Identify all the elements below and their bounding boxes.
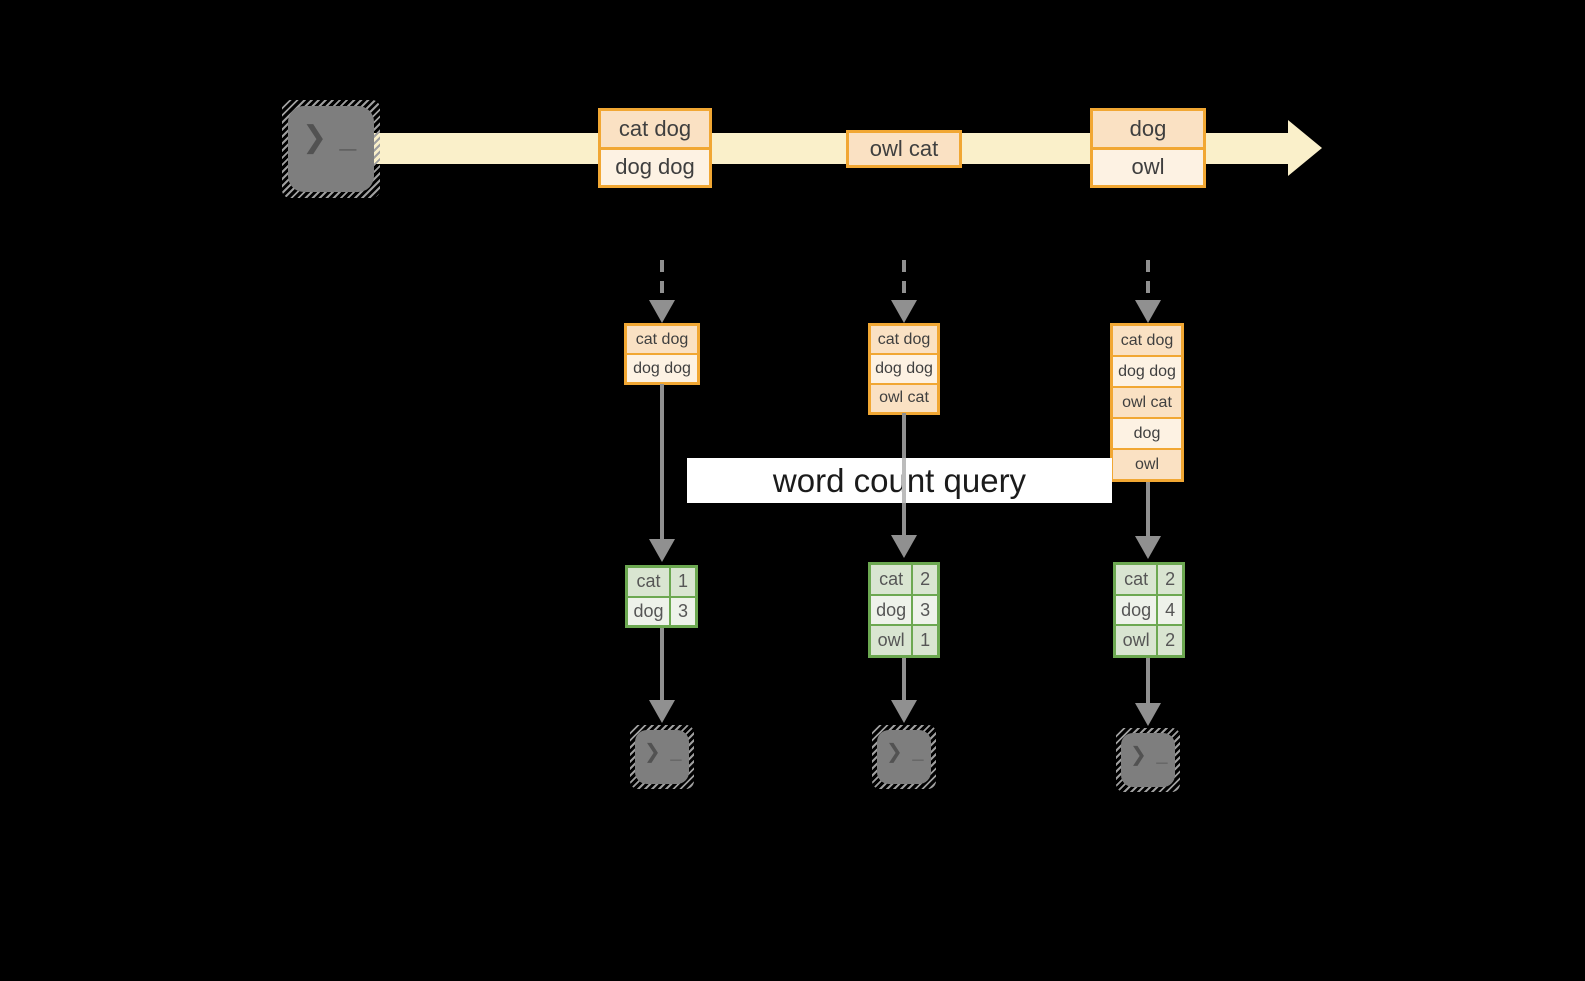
prompt-icon: ❯ _ [886,741,926,763]
message-line: dog dog [601,146,709,185]
consumer-terminal-icon: ❯ _ [1116,728,1180,792]
buffer-item: owl [1113,448,1181,479]
query-banner: word count query [687,458,1112,503]
count-row: owl 1 [871,624,937,656]
buffer-item: owl cat [871,382,937,412]
stream-arrowhead-icon [1288,120,1322,176]
output-arrowhead-icon [649,700,675,723]
count-row: cat 2 [871,565,937,594]
count-table: cat 2 dog 3 owl 1 [868,562,940,658]
query-arrow [1146,482,1150,536]
message-line: owl [1093,146,1203,185]
word-cell: cat [628,568,671,596]
delivery-arrow [902,260,906,302]
buffer-item: cat dog [871,326,937,354]
word-cell: owl [871,626,914,656]
terminal-screen: ❯ _ [288,106,374,192]
count-cell: 3 [913,595,937,625]
output-arrowhead-icon [891,700,917,723]
consumer-terminal-icon: ❯ _ [630,725,694,789]
count-cell: 3 [670,597,695,625]
stream-message-box: owl cat [846,130,962,168]
stream-message-box: cat dog dog dog [598,108,712,188]
count-cell: 1 [670,568,695,596]
query-arrow [660,384,664,539]
message-line: owl cat [849,133,959,165]
producer-terminal-icon: ❯ _ [282,100,380,198]
query-arrow-overlay [902,458,906,503]
output-arrowhead-icon [1135,703,1161,726]
buffer-item: dog [1113,417,1181,448]
buffer-item: dog dog [871,353,937,383]
prompt-icon: ❯ _ [644,741,684,763]
delivery-arrow [1146,260,1150,302]
word-cell: owl [1116,626,1159,656]
buffer-item: dog dog [627,353,697,382]
delivery-arrowhead-icon [649,300,675,323]
terminal-screen: ❯ _ [1121,733,1175,787]
buffer-item: dog dog [1113,355,1181,386]
prompt-icon: ❯ _ [1130,744,1170,766]
count-table: cat 1 dog 3 [625,565,698,628]
count-row: cat 1 [628,568,695,596]
output-arrow [660,628,664,700]
query-arrowhead-icon [649,539,675,562]
word-cell: cat [871,565,914,594]
terminal-screen: ❯ _ [635,730,689,784]
count-cell: 2 [913,565,937,594]
terminal-screen: ❯ _ [877,730,931,784]
count-cell: 4 [1158,595,1182,625]
count-table: cat 2 dog 4 owl 2 [1113,562,1185,658]
word-cell: dog [1116,595,1159,625]
output-arrow [902,658,906,700]
prompt-icon: ❯ _ [302,121,359,154]
count-row: dog 3 [871,593,937,625]
query-banner-label: word count query [772,461,1027,499]
count-cell: 2 [1158,565,1182,594]
delivery-arrowhead-icon [1135,300,1161,323]
buffer-item: cat dog [1113,326,1181,355]
delivery-arrow [660,260,664,302]
query-arrowhead-icon [891,535,917,558]
message-line: cat dog [601,111,709,147]
count-row: cat 2 [1116,565,1182,594]
stream-message-box: dog owl [1090,108,1206,188]
count-row: dog 4 [1116,593,1182,625]
delivery-arrowhead-icon [891,300,917,323]
output-arrow [1146,658,1150,703]
buffer-item: owl cat [1113,386,1181,417]
buffer-stack: cat dog dog dog owl cat dog owl [1110,323,1184,482]
count-cell: 1 [913,626,937,656]
count-cell: 2 [1158,626,1182,656]
word-cell: dog [628,597,671,625]
buffer-item: cat dog [627,326,697,353]
buffer-stack: cat dog dog dog owl cat [868,323,940,415]
count-row: owl 2 [1116,624,1182,656]
query-arrowhead-icon [1135,536,1161,559]
count-row: dog 3 [628,595,695,625]
word-cell: dog [871,595,914,625]
message-line: dog [1093,111,1203,147]
buffer-stack: cat dog dog dog [624,323,700,385]
consumer-terminal-icon: ❯ _ [872,725,936,789]
word-cell: cat [1116,565,1159,594]
